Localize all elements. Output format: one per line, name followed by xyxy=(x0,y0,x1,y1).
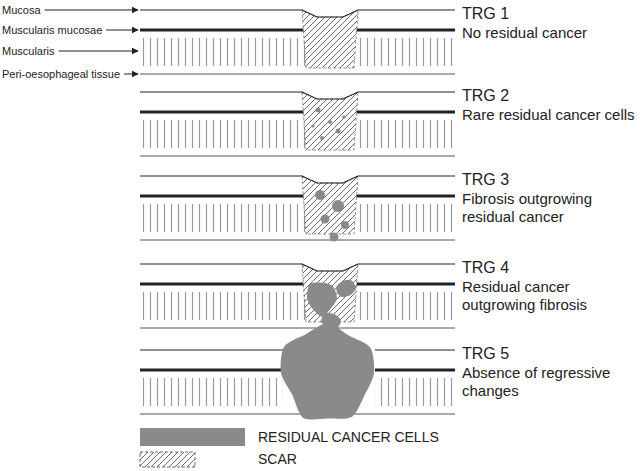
grade-label: TRG 3 xyxy=(462,170,509,189)
cancer-cell xyxy=(330,233,339,242)
scar-swatch xyxy=(140,452,195,467)
legend-text: SCAR xyxy=(258,451,297,468)
layer-label: Mucosa xyxy=(2,3,41,17)
cancer-cell xyxy=(336,129,341,134)
muscularis-layer xyxy=(353,292,455,320)
cancer-cell xyxy=(332,200,344,212)
muscularis-layer xyxy=(353,204,455,232)
peri-oesophageal-line xyxy=(140,240,455,241)
muscularis-layer xyxy=(140,292,307,320)
muscularis-mucosae-line xyxy=(140,195,307,198)
muscularis-layer xyxy=(375,378,455,406)
grade-label: TRG 2 xyxy=(462,86,509,105)
tissue-panel xyxy=(140,176,455,242)
muscularis-mucosae-line xyxy=(140,369,283,372)
cancer-cell xyxy=(342,115,346,119)
grade-description: Absence of regressive changes xyxy=(462,364,640,400)
leader-arrow xyxy=(45,10,138,11)
cancer-cell xyxy=(316,108,321,113)
layer-label: Muscularis mucosae xyxy=(2,23,102,37)
cancer-cell xyxy=(315,190,325,200)
muscularis-mucosae-line xyxy=(353,195,455,198)
muscularis-mucosae-line xyxy=(353,283,455,286)
grade-label: TRG 5 xyxy=(462,344,509,363)
tissue-panel xyxy=(140,264,455,329)
scar xyxy=(302,176,358,234)
mucosa-surface xyxy=(375,349,455,350)
leader-arrow xyxy=(59,51,138,52)
cancer-mass xyxy=(281,323,375,419)
muscularis-mucosae-line xyxy=(353,29,455,32)
tissue-panel xyxy=(140,323,455,419)
grade-label: TRG 4 xyxy=(462,258,509,277)
leader-arrow xyxy=(106,30,138,31)
cancer-cell xyxy=(320,136,324,140)
grade-description: No residual cancer xyxy=(462,24,640,42)
grade-description: Rare residual cancer cells xyxy=(462,106,640,124)
muscularis-layer xyxy=(353,120,455,148)
scar xyxy=(302,92,358,150)
cancer-cell xyxy=(328,120,332,124)
cancer-mass xyxy=(307,283,337,317)
muscularis-mucosae-line xyxy=(140,29,307,32)
cancer-cell xyxy=(321,215,330,224)
scar xyxy=(302,264,358,322)
legend-swatch xyxy=(140,428,245,446)
legend-text: RESIDUAL CANCER CELLS xyxy=(258,429,439,446)
grade-description: Fibrosis outgrowing residual cancer xyxy=(462,190,640,226)
grade-description: Residual cancer outgrowing fibrosis xyxy=(462,278,640,314)
tissue-panel xyxy=(140,10,455,74)
peri-oesophageal-line xyxy=(140,414,455,415)
peri-oesophageal-line xyxy=(140,156,455,157)
peri-oesophageal-line xyxy=(140,74,455,75)
muscularis-layer xyxy=(140,38,307,66)
mucosa-surface xyxy=(140,10,455,17)
muscularis-mucosae-line xyxy=(375,369,455,372)
mucosa-surface xyxy=(140,349,283,350)
peri-oesophageal-line xyxy=(140,328,455,329)
mucosa-surface xyxy=(140,264,455,271)
cancer-mass xyxy=(336,280,356,297)
scar xyxy=(302,10,358,68)
muscularis-layer xyxy=(140,204,307,232)
leader-arrow xyxy=(124,74,138,75)
layer-label: Muscularis xyxy=(2,44,55,58)
muscularis-mucosae-line xyxy=(140,111,307,114)
muscularis-layer xyxy=(140,378,283,406)
muscularis-layer xyxy=(353,38,455,66)
mucosa-surface xyxy=(140,176,455,183)
muscularis-mucosae-line xyxy=(353,111,455,114)
layer-label: Peri-oesophageal tissue xyxy=(2,67,120,81)
grade-label: TRG 1 xyxy=(462,4,509,23)
mucosa-surface xyxy=(140,92,455,99)
tissue-panel xyxy=(140,92,455,156)
muscularis-mucosae-line xyxy=(140,283,307,286)
cancer-cell xyxy=(311,124,314,127)
cancer-cell xyxy=(341,221,349,229)
muscularis-layer xyxy=(140,120,307,148)
